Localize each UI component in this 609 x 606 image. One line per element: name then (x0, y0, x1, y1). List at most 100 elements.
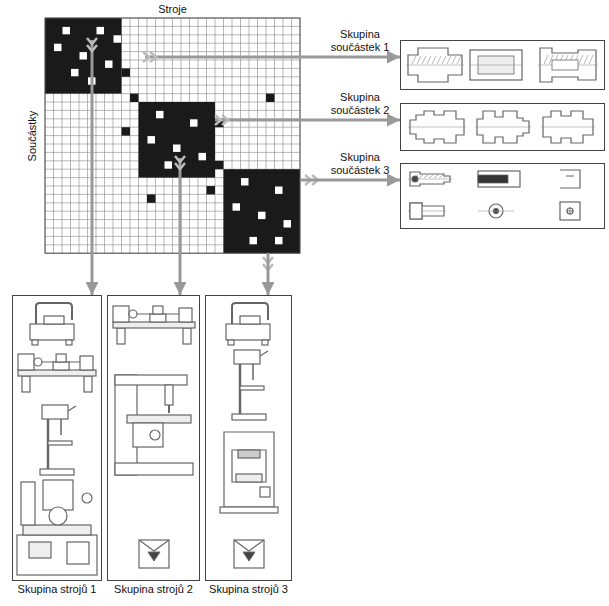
shape (478, 171, 520, 187)
group-label: Skupina součástek 2 (326, 91, 394, 117)
shape (44, 316, 64, 324)
press-icon (220, 432, 278, 513)
furnace-icon (234, 540, 264, 568)
empty-cell (97, 27, 105, 34)
group-label: Skupina strojů 1 (18, 583, 97, 596)
shape (150, 430, 160, 440)
drill-icon (40, 405, 76, 475)
empty-cell (275, 187, 283, 194)
shape (40, 469, 74, 475)
shape (437, 56, 441, 64)
shape (412, 56, 416, 64)
shape (434, 175, 438, 178)
shape (113, 322, 195, 328)
shape (48, 441, 72, 445)
shape (429, 175, 433, 178)
flow-arrow (91, 253, 94, 295)
shape (53, 362, 69, 370)
shape (183, 328, 191, 344)
shape (566, 176, 574, 177)
shape (82, 493, 92, 503)
flow-line (145, 56, 300, 59)
exception-cell (122, 127, 131, 135)
lathe-icon (113, 306, 195, 344)
shape (60, 419, 62, 435)
shape (260, 487, 270, 497)
shape (80, 356, 93, 370)
cell-block (224, 169, 301, 253)
shape (412, 176, 418, 182)
shape (67, 542, 89, 564)
axis-label: Součástky (26, 110, 39, 161)
shape (478, 175, 508, 183)
shape (408, 127, 466, 128)
exception-cell (147, 194, 156, 202)
shape (419, 175, 423, 178)
shape (406, 65, 464, 66)
empty-cell (156, 111, 164, 118)
shape (153, 306, 163, 314)
shape (30, 324, 74, 340)
shape (129, 310, 137, 318)
shape (226, 324, 270, 340)
shape (444, 175, 448, 178)
shape (23, 525, 91, 535)
part-drawing (408, 111, 595, 143)
group-label: Skupina součástek 3 (326, 151, 394, 177)
shape (150, 314, 166, 322)
matrix-border (45, 18, 300, 253)
drill-icon (232, 350, 268, 420)
bandsaw-icon (226, 303, 270, 345)
shape (32, 340, 38, 345)
shape (541, 127, 595, 128)
empty-cell (63, 27, 71, 34)
part-drawing (408, 170, 580, 220)
exception-cell (122, 68, 131, 76)
shape (66, 340, 72, 345)
shape (439, 175, 443, 178)
chevron (175, 156, 185, 169)
shape (234, 540, 264, 551)
shape (133, 423, 163, 447)
shape (148, 552, 160, 561)
empty-cell (275, 237, 283, 244)
group-label: Skupina strojů 3 (209, 583, 288, 596)
shape (240, 316, 260, 324)
group-label: Skupina součástek 1 (326, 28, 394, 54)
shape (262, 340, 268, 345)
flow-arrow (267, 253, 270, 295)
empty-cell (250, 237, 258, 244)
part-group-box: Skupina součástek 1 (400, 40, 605, 90)
shape (234, 350, 260, 364)
shape (442, 56, 446, 64)
incidence-matrix (45, 18, 300, 253)
shape (43, 480, 73, 510)
shape (127, 415, 191, 423)
machine-group-box: Skupina strojů 3 (205, 295, 292, 581)
flow-line (179, 158, 182, 253)
furnace-icon (139, 540, 169, 568)
shape (447, 56, 451, 64)
empty-cell (80, 52, 88, 59)
shape (139, 540, 169, 551)
shape (417, 56, 421, 64)
shape (589, 55, 593, 64)
shape (560, 170, 580, 188)
machine-group-box: Skupina strojů 2 (107, 295, 200, 581)
empty-cell (241, 178, 249, 185)
shape (42, 405, 68, 419)
exception-cell (215, 161, 224, 169)
shape (22, 376, 30, 392)
shape (560, 202, 580, 220)
shape (427, 56, 431, 64)
shape (236, 474, 262, 482)
shape (232, 414, 266, 420)
lathe-icon (18, 354, 96, 392)
shape (84, 376, 92, 392)
cell-block (139, 102, 216, 178)
shape (220, 507, 278, 513)
shape (234, 540, 264, 568)
